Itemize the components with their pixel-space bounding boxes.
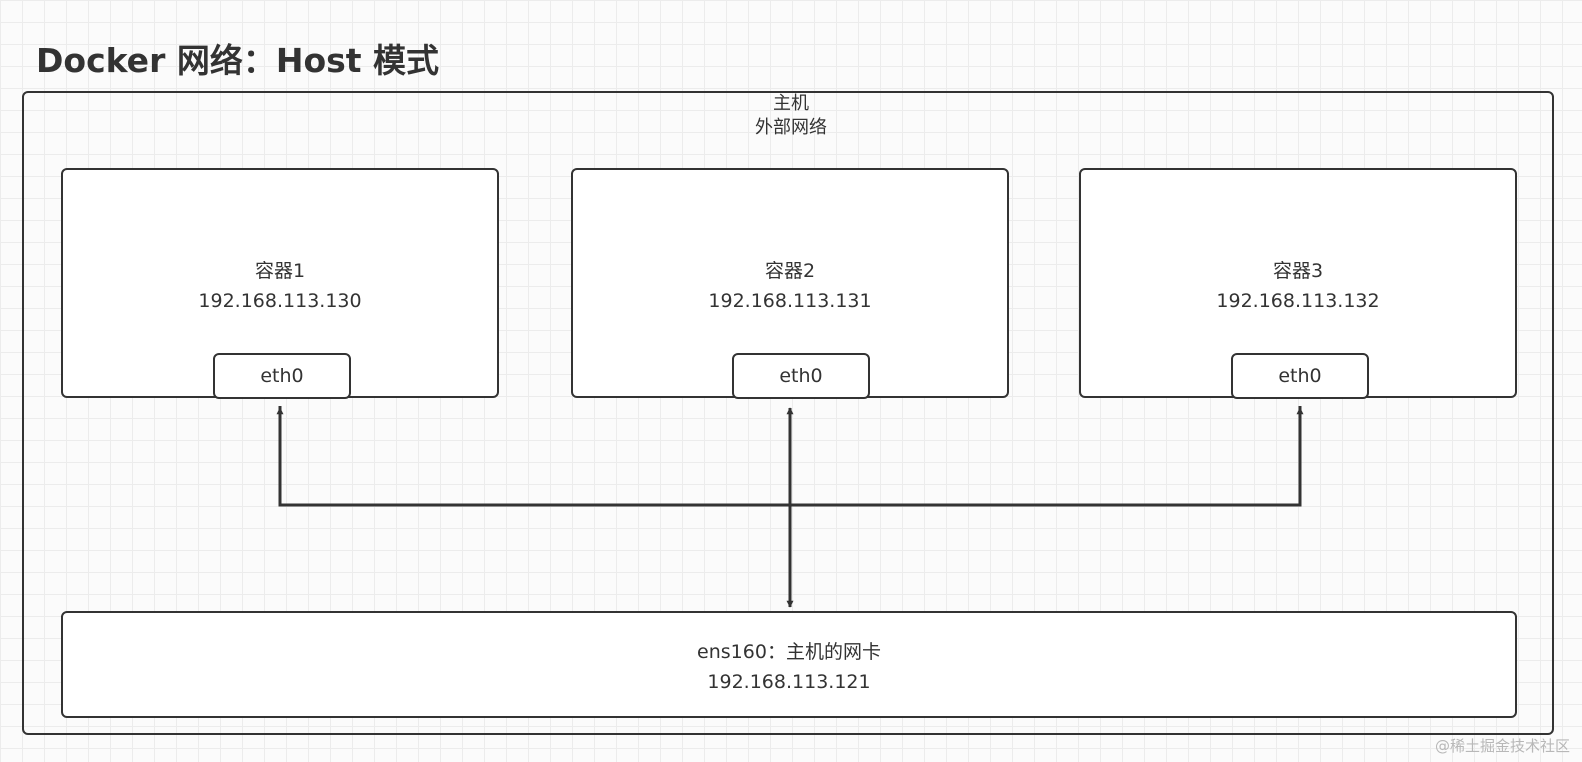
container-3-ip: 192.168.113.132 [1216,290,1380,312]
container-1-ip: 192.168.113.130 [198,290,362,312]
container-2: 容器2 192.168.113.131 eth0 [571,168,1009,399]
container-3-name: 容器3 [1272,260,1324,282]
container-1: 容器1 192.168.113.130 eth0 [61,168,499,399]
container-3-eth0: eth0 [1231,353,1369,399]
host-boundary [22,91,1554,735]
container-1-eth0: eth0 [213,353,351,399]
host-label: 主机 外部网络 [0,92,1582,140]
container-2-eth0: eth0 [732,353,870,399]
host-name: 主机 [773,93,809,114]
container-3: 容器3 192.168.113.132 eth0 [1079,168,1517,399]
container-1-name: 容器1 [254,260,306,282]
diagram-title: Docker 网络：Host 模式 [36,41,440,80]
watermark: @稀土掘金技术社区 [1434,737,1570,755]
host-network: 外部网络 [755,117,827,138]
host-nic-label: ens160：主机的网卡 [697,641,881,663]
host-nic-ip: 192.168.113.121 [707,671,871,693]
container-2-ip: 192.168.113.131 [708,290,872,312]
host-nic-ens160: ens160：主机的网卡 192.168.113.121 [61,611,1517,718]
container-2-name: 容器2 [764,260,816,282]
